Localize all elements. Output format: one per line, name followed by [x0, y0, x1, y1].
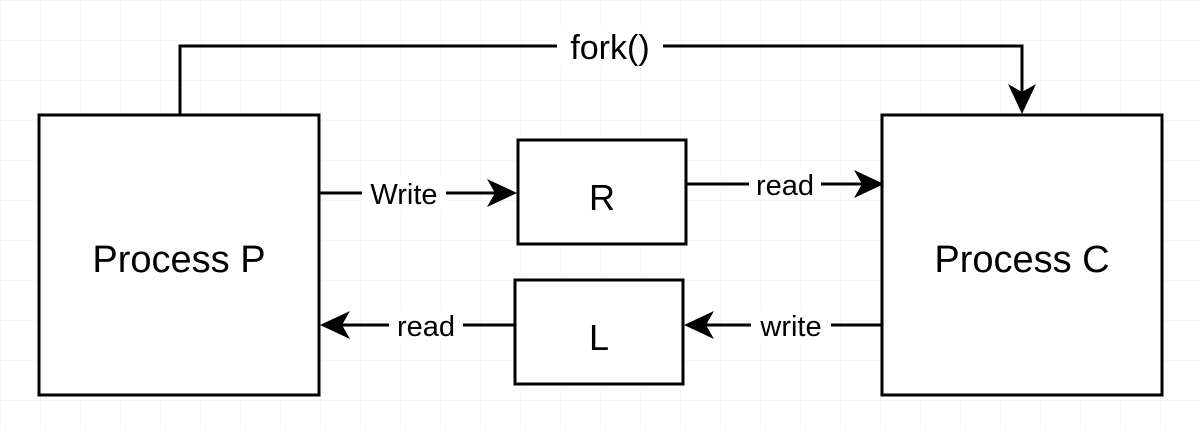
l-read-p-arrowhead	[320, 311, 350, 339]
l-read-p-label-bg	[389, 309, 463, 341]
r-read-c-arrowhead	[854, 170, 884, 198]
node-process-c[interactable]: Process C	[880, 113, 1164, 397]
node-process-p[interactable]: Process P	[37, 113, 321, 397]
fork-label-bg	[557, 27, 663, 67]
edge-l-read-p[interactable]: read	[320, 309, 514, 343]
p-write-r-label: Write	[370, 179, 437, 211]
edge-c-write-l[interactable]: write	[684, 309, 881, 343]
c-write-l-label: write	[759, 311, 821, 343]
pipe-l-label: L	[589, 317, 609, 358]
process-c-label: Process C	[934, 239, 1109, 281]
edge-fork[interactable]: fork()	[178, 27, 1036, 114]
l-read-p-label: read	[397, 311, 455, 343]
node-pipe-r[interactable]: R	[516, 138, 688, 246]
r-read-c-label-bg	[749, 168, 821, 200]
process-c-box	[880, 113, 1164, 397]
fork-arrowhead	[1008, 84, 1036, 114]
edge-r-read-c[interactable]: read	[687, 168, 884, 202]
c-write-l-label-bg	[751, 309, 831, 341]
c-write-l-arrowhead	[684, 311, 714, 339]
r-read-c-label: read	[756, 170, 814, 202]
pipe-r-label: R	[589, 177, 615, 218]
p-write-r-arrowhead	[487, 179, 517, 207]
process-p-label: Process P	[92, 239, 265, 281]
pipe-r-box	[516, 138, 688, 246]
edge-p-write-r[interactable]: Write	[320, 176, 517, 211]
process-p-box	[37, 113, 321, 397]
p-write-r-label-bg	[362, 176, 446, 210]
pipe-l-box	[513, 278, 685, 386]
fork-label: fork()	[570, 29, 649, 67]
node-pipe-l[interactable]: L	[513, 278, 685, 386]
